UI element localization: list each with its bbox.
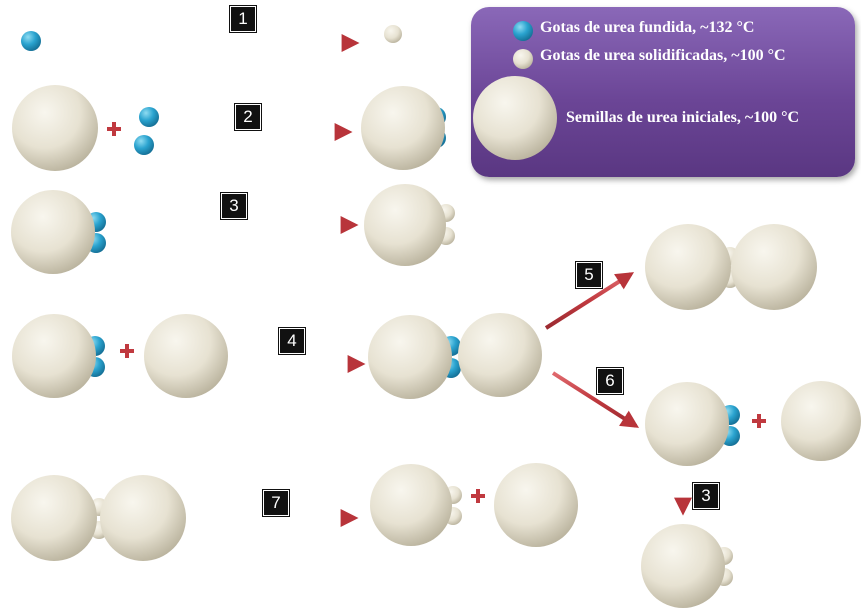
seed-granule: [364, 184, 446, 266]
seed-granule: [12, 314, 96, 398]
plus-sign: [471, 489, 485, 503]
step-label-1: 1: [230, 6, 256, 32]
seed-granule: [12, 85, 98, 171]
legend-swatches: [473, 21, 557, 160]
seed-granule: [144, 314, 228, 398]
step-label-6: 6: [597, 368, 623, 394]
step-label-3: 3: [221, 193, 247, 219]
molten-drop: [21, 31, 41, 51]
step-label-4: 4: [279, 328, 305, 354]
seed-granule: [458, 313, 542, 397]
legend-molten-drop-icon: [513, 21, 533, 41]
step-label-7: 7: [263, 490, 289, 516]
molten-drop: [134, 135, 154, 155]
legend-seeds-label: Semillas de urea iniciales, ~100 °C: [566, 109, 800, 126]
step-label-3-down: 3: [693, 483, 719, 509]
step-label-2: 2: [235, 104, 261, 130]
legend-solidified-drop-icon: [513, 49, 533, 69]
legend-panel: Gotas de urea fundida, ~132 °C Gotas de …: [471, 7, 855, 177]
plus-sign: [752, 414, 766, 428]
seed-granule: [731, 224, 817, 310]
seed-granule: [368, 315, 452, 399]
seed-granule: [370, 464, 452, 546]
seed-granule: [11, 475, 97, 561]
seed-granule: [100, 475, 186, 561]
plus-sign: [107, 122, 121, 136]
seed-granule: [494, 463, 578, 547]
step-label-5: 5: [576, 262, 602, 288]
seed-granule: [645, 382, 729, 466]
seed-granule: [11, 190, 95, 274]
molten-drop: [139, 107, 159, 127]
legend-solidified-label: Gotas de urea solidificadas, ~100 °C: [540, 47, 786, 64]
seed-granule: [645, 224, 731, 310]
solidified-drop: [384, 25, 402, 43]
legend-seed-icon: [473, 76, 557, 160]
arrow-step-5: [544, 272, 635, 330]
plus-sign: [120, 344, 134, 358]
seed-granule: [361, 86, 445, 170]
legend-molten-label: Gotas de urea fundida, ~132 °C: [540, 19, 755, 36]
seed-granule: [641, 524, 725, 608]
arrow-step-6: [551, 371, 640, 428]
seed-granule: [781, 381, 861, 461]
